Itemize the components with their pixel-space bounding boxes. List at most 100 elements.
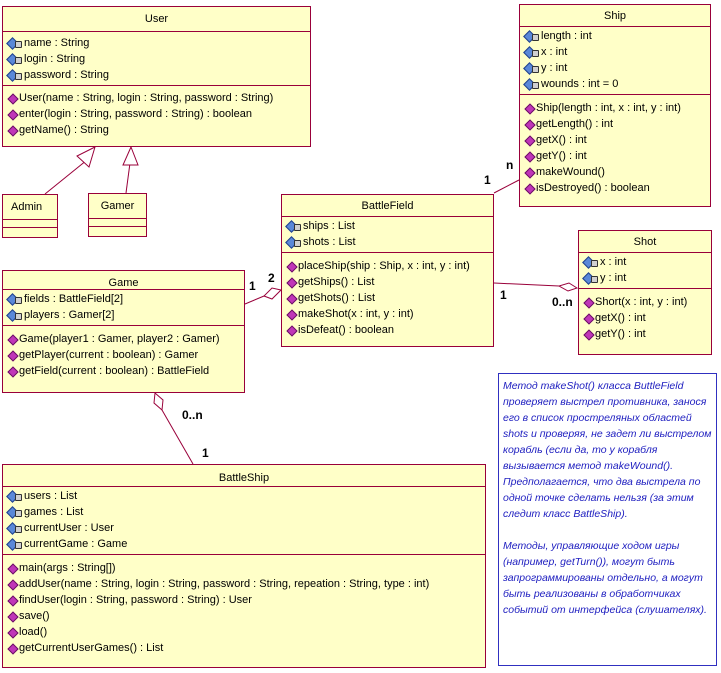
operation-row: makeShot(x : int, y : int) xyxy=(286,306,493,322)
class-user-operations: User(name : String, login : String, pass… xyxy=(3,86,310,140)
operation-row: getX() : int xyxy=(524,132,710,148)
operation-row: Ship(length : int, x : int, y : int) xyxy=(524,100,710,116)
class-user-name: User xyxy=(3,7,310,32)
class-admin[interactable]: Admin xyxy=(2,194,58,238)
operation-row: getField(current : boolean) : BattleFiel… xyxy=(7,363,244,379)
class-shot-attributes: x : int y : int xyxy=(579,253,711,289)
operation-icon xyxy=(7,643,17,654)
attribute-icon xyxy=(524,79,539,90)
class-ship-attributes: length : int x : int y : int wounds : in… xyxy=(520,27,710,95)
multiplicity-battleship-1: 1 xyxy=(202,446,209,460)
operation-row: main(args : String[]) xyxy=(7,560,485,576)
operation-icon xyxy=(286,325,296,336)
class-battlefield-attributes: ships : List shots : List xyxy=(282,217,493,253)
attribute-icon xyxy=(583,273,598,284)
operation-icon xyxy=(286,261,296,272)
admin-generalization-arrowhead xyxy=(76,146,96,168)
operation-icon xyxy=(7,366,17,377)
multiplicity-battlefield-ship-1: 1 xyxy=(484,173,491,187)
operation-icon xyxy=(524,135,534,146)
attribute-icon xyxy=(7,507,22,518)
class-game-name: Game xyxy=(3,271,244,290)
operation-row: load() xyxy=(7,624,485,640)
operation-row: addUser(name : String, login : String, p… xyxy=(7,576,485,592)
note-paragraph-2: Методы, управляющие ходом игры (например… xyxy=(503,540,707,616)
operation-icon xyxy=(7,350,17,361)
attribute-icon xyxy=(583,257,598,268)
attribute-row: fields : BattleField[2] xyxy=(7,291,244,307)
battlefield-shot-line xyxy=(493,282,560,287)
operation-row: getY() : int xyxy=(583,326,711,342)
class-admin-name: Admin xyxy=(3,195,57,220)
class-shot[interactable]: Shot x : int y : int Short(x : int, y : … xyxy=(578,230,712,355)
operation-row: getPlayer(current : boolean) : Gamer xyxy=(7,347,244,363)
class-battlefield-name: BattleField xyxy=(282,195,493,217)
operation-icon xyxy=(7,563,17,574)
operation-row: getY() : int xyxy=(524,148,710,164)
operation-row: placeShip(ship : Ship, x : int, y : int) xyxy=(286,258,493,274)
attribute-icon xyxy=(524,47,539,58)
attribute-row: name : String xyxy=(7,35,310,51)
attribute-row: shots : List xyxy=(286,234,493,250)
operation-row: makeWound() xyxy=(524,164,710,180)
operation-row: enter(login : String, password : String)… xyxy=(7,106,310,122)
operation-icon xyxy=(583,313,593,324)
operation-row: Game(player1 : Gamer, player2 : Gamer) xyxy=(7,331,244,347)
attribute-icon xyxy=(7,539,22,550)
operation-icon xyxy=(7,93,17,104)
attribute-icon xyxy=(286,237,301,248)
attribute-row: players : Gamer[2] xyxy=(7,307,244,323)
operation-row: getCurrentUserGames() : List xyxy=(7,640,485,656)
attribute-icon xyxy=(7,523,22,534)
class-ship-name: Ship xyxy=(520,5,710,27)
operation-row: getShots() : List xyxy=(286,290,493,306)
battlefield-ship-line xyxy=(493,179,520,194)
attribute-row: currentUser : User xyxy=(7,520,485,536)
attribute-row: x : int xyxy=(583,254,711,270)
operation-icon xyxy=(286,309,296,320)
class-user-attributes: name : String login : String password : … xyxy=(3,32,310,86)
multiplicity-ship-n: n xyxy=(506,158,514,172)
attribute-icon xyxy=(7,491,22,502)
operation-icon xyxy=(7,595,17,606)
attribute-row: currentGame : Game xyxy=(7,536,485,552)
attribute-icon xyxy=(7,54,22,65)
class-user[interactable]: User name : String login : String passwo… xyxy=(2,6,311,147)
operation-icon xyxy=(7,125,17,136)
class-gamer-name: Gamer xyxy=(89,194,146,219)
operation-icon xyxy=(583,297,593,308)
operation-icon xyxy=(7,579,17,590)
operation-row: getX() : int xyxy=(583,310,711,326)
attribute-icon xyxy=(7,310,22,321)
attribute-row: ships : List xyxy=(286,218,493,234)
operation-row: getLength() : int xyxy=(524,116,710,132)
class-gamer[interactable]: Gamer xyxy=(88,193,147,237)
class-shot-name: Shot xyxy=(579,231,711,253)
class-battlefield[interactable]: BattleField ships : List shots : List pl… xyxy=(281,194,494,347)
game-battlefield-line xyxy=(244,295,265,305)
class-game[interactable]: Game fields : BattleField[2] players : G… xyxy=(2,270,245,393)
operation-icon xyxy=(583,329,593,340)
class-battlefield-operations: placeShip(ship : Ship, x : int, y : int)… xyxy=(282,253,493,340)
admin-generalization-line xyxy=(44,159,88,195)
battlefield-shot-diamond xyxy=(557,282,579,292)
attribute-row: login : String xyxy=(7,51,310,67)
attribute-row: games : List xyxy=(7,504,485,520)
operation-icon xyxy=(7,611,17,622)
operation-icon xyxy=(524,119,534,130)
class-ship[interactable]: Ship length : int x : int y : int wounds… xyxy=(519,4,711,207)
attribute-icon xyxy=(524,63,539,74)
gamer-generalization-arrowhead xyxy=(122,145,139,166)
game-battlefield-diamond xyxy=(263,287,282,300)
operation-icon xyxy=(286,293,296,304)
operation-row: isDefeat() : boolean xyxy=(286,322,493,338)
attribute-icon xyxy=(7,38,22,49)
operation-icon xyxy=(7,334,17,345)
class-battleship-attributes: users : List games : List currentUser : … xyxy=(3,487,485,555)
game-battleship-line xyxy=(161,409,194,465)
class-ship-operations: Ship(length : int, x : int, y : int) get… xyxy=(520,95,710,198)
multiplicity-battlefield-2: 2 xyxy=(268,271,275,285)
class-battleship[interactable]: BattleShip users : List games : List cur… xyxy=(2,464,486,668)
attribute-row: wounds : int = 0 xyxy=(524,76,710,92)
